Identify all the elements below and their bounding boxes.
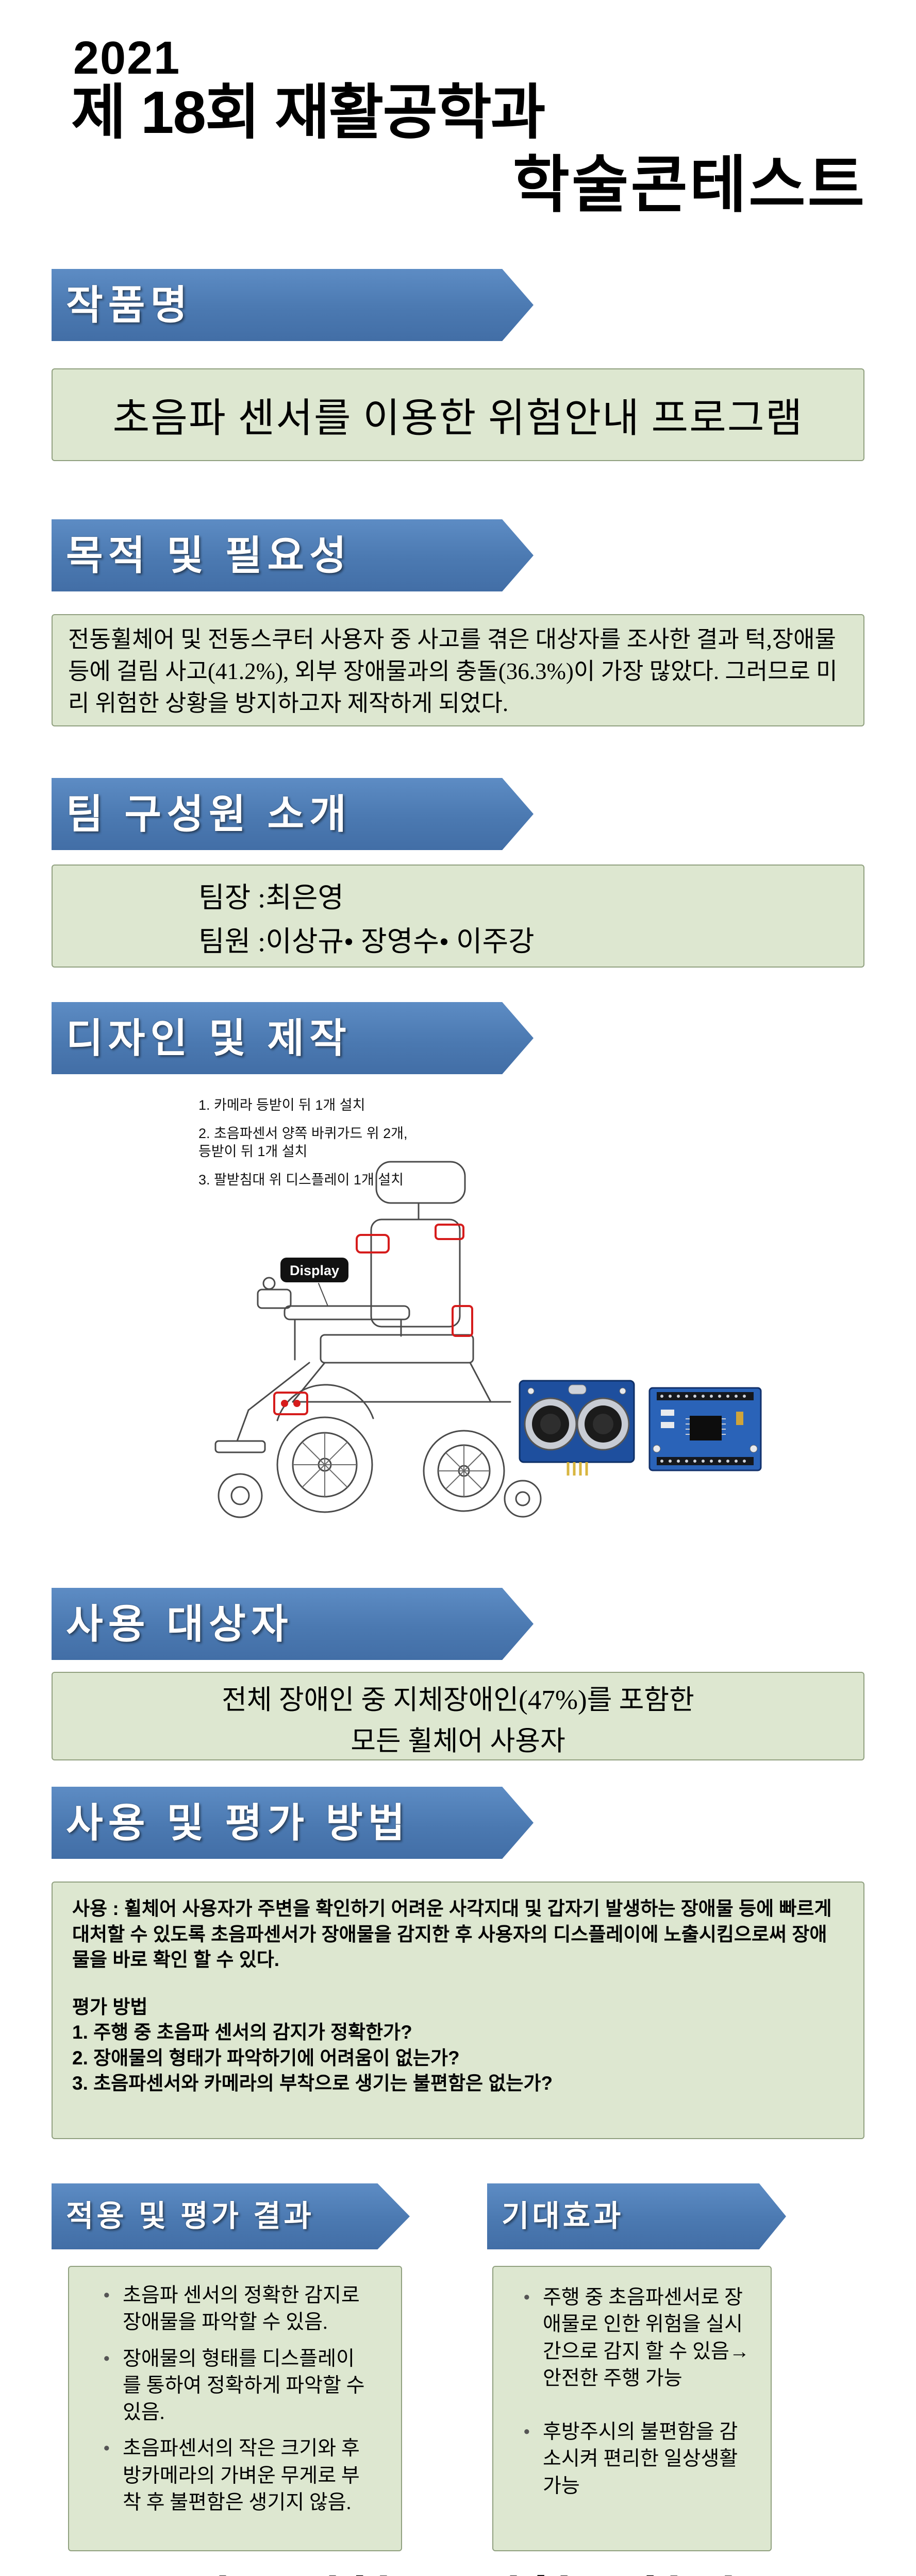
method-eval-item: 3. 초음파센서와 카메라의 부착으로 생기는 불편함은 없는가? (72, 2073, 553, 2094)
banner-method-label: 사용 및 평가 방법 (66, 1800, 410, 1845)
results-list: 초음파 센서의 정확한 감지로 장애물을 파악할 수 있음. 장애물의 형태를 … (69, 2267, 401, 2516)
poster-title-line2: 학술콘테스트 (512, 150, 867, 219)
users-line2: 모든 휠체어 사용자 (351, 1726, 565, 1756)
backrest (370, 1218, 461, 1328)
effect-item: 주행 중 초음파센서로 장애물로 인한 위험을 실시간으로 감지 할 수 있음→… (523, 2284, 750, 2392)
wheel-spokes (293, 1433, 490, 1497)
banner-purpose: 목적 및 필요성 (52, 519, 534, 591)
footer-department: 대구대학교 재활공학과 (0, 2572, 916, 2576)
method-eval-item: 1. 주행 중 초음파 센서의 감지가 정확한가? (72, 2022, 412, 2043)
joystick-controller (257, 1289, 292, 1309)
banner-effects: 기대효과 (487, 2183, 786, 2249)
poster-year: 2021 (73, 32, 181, 84)
banner-work-title: 작품명 (52, 269, 534, 341)
method-box: 사용 : 휠체어 사용자가 주변을 확인하기 어려운 사각지대 및 갑자기 발생… (52, 1882, 864, 2139)
work-title-box: 초음파 센서를 이용한 위험안내 프로그램 (52, 368, 864, 461)
display-badge: Display (280, 1258, 348, 1282)
team-members: 팀원 :이상규• 장영수• 이주강 (198, 926, 535, 958)
banner-users-label: 사용 대상자 (66, 1601, 293, 1647)
method-eval-item: 2. 장애물의 형태가 파악하기에 어려움이 없는가? (72, 2047, 460, 2069)
method-text: 사용 : 휠체어 사용자가 주변을 확인하기 어려운 사각지대 및 갑자기 발생… (53, 1883, 863, 2110)
chip (690, 1416, 722, 1440)
sensor-pins (567, 1462, 588, 1476)
purpose-box: 전동휠체어 및 전동스쿠터 사용자 중 사고를 겪은 대상자를 조사한 결과 턱… (52, 614, 864, 726)
banner-effects-label: 기대효과 (502, 2199, 624, 2233)
banner-results: 적용 및 평가 결과 (52, 2183, 410, 2249)
banner-method: 사용 및 평가 방법 (52, 1787, 534, 1859)
sensor-board-image (648, 1387, 762, 1471)
banner-results-label: 적용 및 평가 결과 (66, 2199, 314, 2233)
headrest (375, 1161, 466, 1204)
method-eval-title: 평가 방법 (72, 1996, 148, 2018)
seat (320, 1334, 474, 1364)
banner-design: 디자인 및 제작 (52, 1002, 534, 1074)
annotation-item: 1. 카메라 등받이 뒤 1개 설치 (198, 1097, 365, 1113)
banner-team: 팀 구성원 소개 (52, 778, 534, 850)
work-title-text: 초음파 센서를 이용한 위험안내 프로그램 (112, 396, 804, 440)
purpose-text: 전동휠체어 및 전동스쿠터 사용자 중 사고를 겪은 대상자를 조사한 결과 턱… (68, 626, 838, 717)
display-position-marker (356, 1234, 390, 1253)
team-text: 팀장 :최은영 팀원 :이상규• 장영수• 이주강 (53, 866, 863, 964)
result-item: 초음파센서의 작은 크기와 후방카메라의 가벼운 무게로 부착 후 불편함은 생… (103, 2435, 365, 2516)
sensor-marker-eyes (281, 1400, 301, 1407)
banner-users: 사용 대상자 (52, 1588, 534, 1660)
banner-work-title-label: 작품명 (66, 282, 193, 328)
poster-title-line1: 제 18회 재활공학과 (71, 79, 546, 146)
armrest (284, 1305, 410, 1320)
banner-design-label: 디자인 및 제작 (66, 1015, 352, 1061)
display-badge-label: Display (290, 1263, 339, 1278)
ultrasonic-sensor-image (519, 1380, 635, 1476)
method-usage: 사용 : 휠체어 사용자가 주변을 확인하기 어려운 사각지대 및 갑자기 발생… (72, 1898, 832, 1971)
footplate (214, 1440, 266, 1453)
users-box: 전체 장애인 중 지체장애인(47%)를 포함한 모든 휠체어 사용자 (52, 1672, 864, 1760)
team-box: 팀장 :최은영 팀원 :이상규• 장영수• 이주강 (52, 865, 864, 968)
result-item: 초음파 센서의 정확한 감지로 장애물을 파악할 수 있음. (103, 2282, 365, 2336)
banner-team-label: 팀 구성원 소개 (66, 791, 352, 837)
result-item: 장애물의 형태를 디스플레이를 통하여 정확하게 파악할 수 있음. (103, 2346, 365, 2427)
effects-box: 주행 중 초음파센서로 장애물로 인한 위험을 실시간으로 감지 할 수 있음→… (492, 2266, 772, 2551)
team-leader: 팀장 :최은영 (198, 882, 344, 913)
camera-marker (435, 1224, 464, 1240)
results-box: 초음파 센서의 정확한 감지로 장애물을 파악할 수 있음. 장애물의 형태를 … (68, 2266, 402, 2551)
sensor-marker-wheelguard (273, 1392, 308, 1415)
banner-purpose-label: 목적 및 필요성 (66, 533, 352, 578)
effects-list: 주행 중 초음파센서로 장애물로 인한 위험을 실시간으로 감지 할 수 있음→… (493, 2267, 771, 2500)
sensor-marker-backrest (452, 1305, 473, 1337)
users-text: 전체 장애인 중 지체장애인(47%)를 포함한 모든 휠체어 사용자 (53, 1673, 863, 1762)
design-annotations: 1. 카메라 등받이 뒤 1개 설치 2. 초음파센서 양쪽 바퀴가드 위 2개… (198, 1096, 518, 1199)
annotation-item: 3. 팔받침대 위 디스플레이 1개 설치 (198, 1172, 404, 1188)
effect-item: 후방주시의 불편함을 감소시켜 편리한 일상생활 가능 (523, 2419, 750, 2500)
users-line1: 전체 장애인 중 지체장애인(47%)를 포함한 (222, 1685, 694, 1715)
annotation-item: 2. 초음파센서 양쪽 바퀴가드 위 2개, 등받이 뒤 1개 설치 (198, 1126, 408, 1160)
wheelchair-illustration: Display (214, 1161, 542, 1518)
